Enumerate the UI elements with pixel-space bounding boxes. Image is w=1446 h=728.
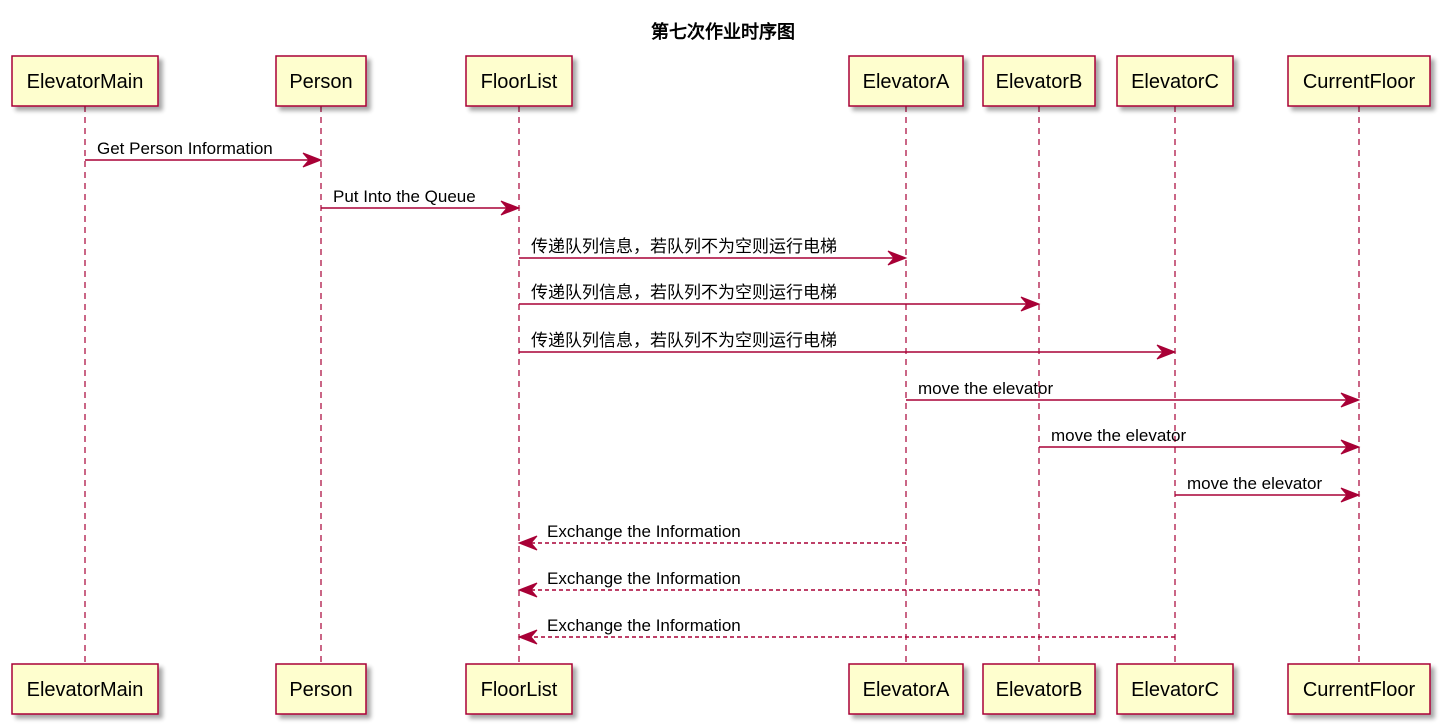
participant-bottom-currentfloor: CurrentFloor xyxy=(1287,663,1431,715)
participant-bottom-person: Person xyxy=(275,663,367,715)
participant-bottom-elevatorc: ElevatorC xyxy=(1116,663,1234,715)
message-label: Exchange the Information xyxy=(547,522,741,541)
arrowhead xyxy=(1340,392,1361,408)
participant-label: Person xyxy=(289,71,352,93)
message-3: 传递队列信息，若队列不为空则运行电梯 xyxy=(519,237,908,266)
arrowhead xyxy=(1020,296,1041,312)
participant-bottom-elevatorb: ElevatorB xyxy=(982,663,1096,715)
participant-top-elevatormain: ElevatorMain xyxy=(11,55,159,107)
message-label: move the elevator xyxy=(918,379,1053,398)
arrowhead xyxy=(887,250,908,266)
message-8: move the elevator xyxy=(1175,474,1361,503)
participant-bottom-elevatora: ElevatorA xyxy=(848,663,964,715)
participant-top-elevatora: ElevatorA xyxy=(848,55,964,107)
participant-bottom-elevatormain: ElevatorMain xyxy=(11,663,159,715)
participant-label: FloorList xyxy=(481,71,558,93)
participant-label: ElevatorB xyxy=(996,679,1083,701)
participant-box xyxy=(11,663,159,715)
participant-box xyxy=(11,55,159,107)
arrowhead xyxy=(1340,439,1361,455)
participant-box xyxy=(848,663,964,715)
participant-box xyxy=(275,663,367,715)
participant-top-currentfloor: CurrentFloor xyxy=(1287,55,1431,107)
participant-label: ElevatorC xyxy=(1131,679,1219,701)
participant-box xyxy=(1116,663,1234,715)
message-label: 传递队列信息，若队列不为空则运行电梯 xyxy=(531,237,837,256)
message-label: Get Person Information xyxy=(97,139,273,158)
participant-top-elevatorc: ElevatorC xyxy=(1116,55,1234,107)
message-label: 传递队列信息，若队列不为空则运行电梯 xyxy=(531,283,837,302)
arrowhead xyxy=(1340,487,1361,503)
participant-label: ElevatorA xyxy=(863,679,950,701)
participant-label: ElevatorMain xyxy=(27,679,144,701)
arrowhead xyxy=(302,152,323,168)
participant-label: Person xyxy=(289,679,352,701)
message-label: 传递队列信息，若队列不为空则运行电梯 xyxy=(531,331,837,350)
participant-box xyxy=(848,55,964,107)
participant-box xyxy=(1116,55,1234,107)
participant-box xyxy=(982,55,1096,107)
participant-label: CurrentFloor xyxy=(1303,679,1416,701)
participant-label: FloorList xyxy=(481,679,558,701)
participant-box xyxy=(1287,55,1431,107)
participant-label: ElevatorB xyxy=(996,71,1083,93)
message-7: move the elevator xyxy=(1039,426,1361,455)
arrowhead xyxy=(517,629,538,645)
diagram-title: 第七次作业时序图 xyxy=(651,22,795,43)
message-label: Exchange the Information xyxy=(547,616,741,635)
participant-top-floorlist: FloorList xyxy=(465,55,573,107)
message-10: Exchange the Information xyxy=(517,569,1039,598)
message-2: Put Into the Queue xyxy=(321,187,521,216)
participant-top-elevatorb: ElevatorB xyxy=(982,55,1096,107)
message-4: 传递队列信息，若队列不为空则运行电梯 xyxy=(519,283,1041,312)
participant-label: ElevatorC xyxy=(1131,71,1219,93)
arrowhead xyxy=(500,200,521,216)
arrowhead xyxy=(517,535,538,551)
message-6: move the elevator xyxy=(906,379,1361,408)
participant-box xyxy=(465,663,573,715)
message-label: move the elevator xyxy=(1051,426,1186,445)
participant-label: ElevatorMain xyxy=(27,71,144,93)
message-11: Exchange the Information xyxy=(517,616,1175,645)
message-label: Put Into the Queue xyxy=(333,187,476,206)
participant-box xyxy=(982,663,1096,715)
participant-top-person: Person xyxy=(275,55,367,107)
participant-label: CurrentFloor xyxy=(1303,71,1416,93)
arrowhead xyxy=(517,582,538,598)
participant-box xyxy=(465,55,573,107)
message-1: Get Person Information xyxy=(85,139,323,168)
message-9: Exchange the Information xyxy=(517,522,906,551)
participant-bottom-floorlist: FloorList xyxy=(465,663,573,715)
message-label: move the elevator xyxy=(1187,474,1322,493)
participant-box xyxy=(1287,663,1431,715)
message-label: Exchange the Information xyxy=(547,569,741,588)
participant-label: ElevatorA xyxy=(863,71,950,93)
participant-box xyxy=(275,55,367,107)
message-5: 传递队列信息，若队列不为空则运行电梯 xyxy=(519,331,1177,360)
arrowhead xyxy=(1156,344,1177,360)
